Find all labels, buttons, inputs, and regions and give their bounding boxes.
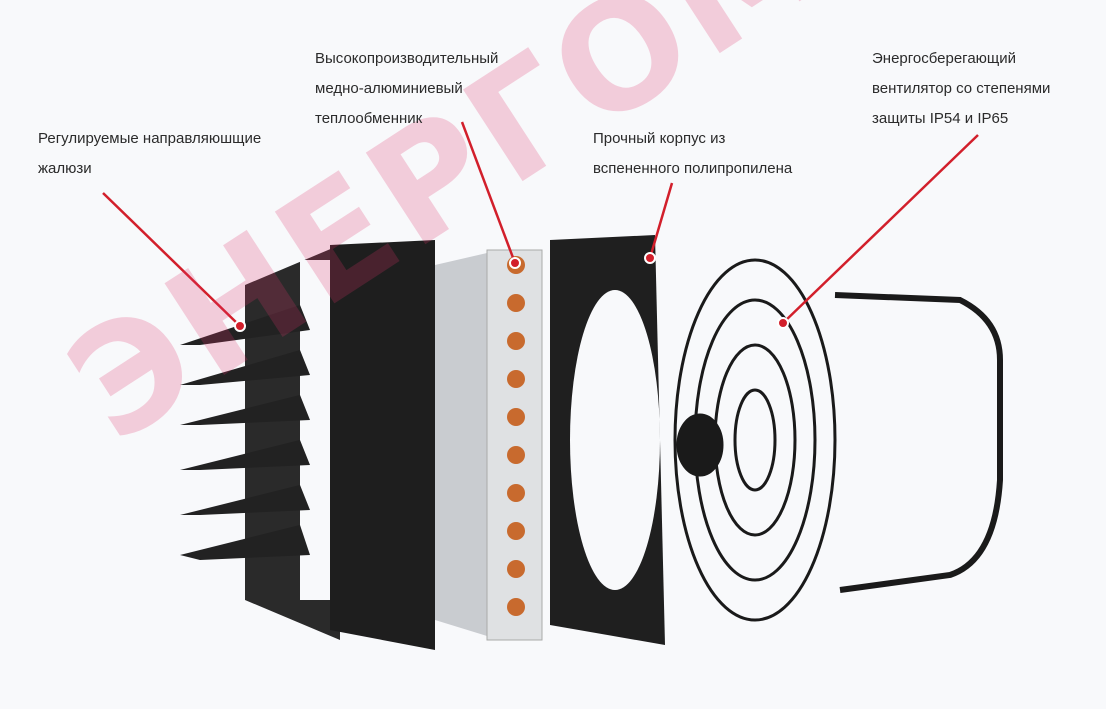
louvers-label: Регулируемые направляюшщие жалюзи	[38, 124, 261, 184]
label-line: медно-алюминиевый	[315, 80, 463, 97]
label-line: Прочный корпус из	[593, 130, 726, 147]
label-line: Высокопроизводительный	[315, 50, 499, 67]
louver-panel	[180, 240, 435, 650]
heat-exchanger-label: Высокопроизводительный медно-алюминиевый…	[315, 44, 498, 134]
fan-marker	[777, 317, 789, 329]
label-line: Энергосберегающий	[872, 50, 1017, 67]
louvers-marker	[234, 320, 246, 332]
label-line: защиты IP54 и IP65	[872, 110, 1009, 127]
fan-label: Энергосберегающий вентилятор со степеням…	[872, 44, 1050, 134]
label-line: теплообменник	[315, 110, 423, 127]
fan	[673, 258, 1003, 622]
heat-exchanger-marker	[509, 257, 521, 269]
label-line: Регулируемые направляюшщие	[38, 130, 262, 147]
housing-label: Прочный корпус из вспененного полипропил…	[593, 124, 792, 184]
housing-marker	[644, 252, 656, 264]
label-line: вспененного полипропилена	[593, 160, 793, 177]
housing-frame	[550, 235, 665, 645]
label-line: вентилятор со степенями	[872, 80, 1051, 97]
label-line: жалюзи	[38, 160, 92, 177]
leader-lines	[102, 121, 979, 327]
heat-exchanger	[435, 249, 543, 641]
